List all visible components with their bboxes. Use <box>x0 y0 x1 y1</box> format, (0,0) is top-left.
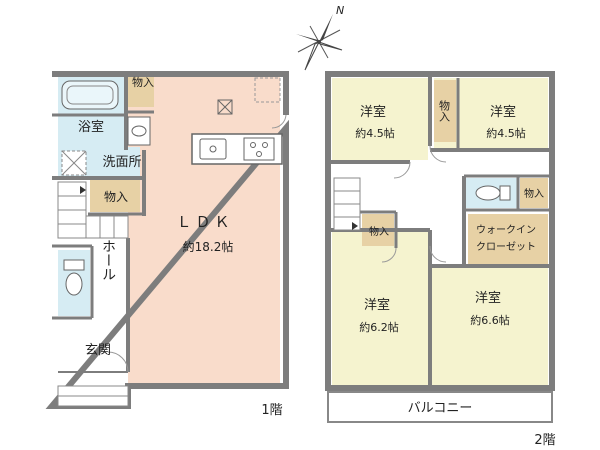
washroom-label: 洗面所 <box>102 155 141 170</box>
door-b-icon <box>429 145 447 163</box>
door-d-icon <box>429 245 447 263</box>
ldk-size-label: 約18.2帖 <box>183 239 234 254</box>
stairs-floor2-icon <box>333 177 361 231</box>
storage-top-label: 物入 <box>132 75 154 89</box>
bath-floor-lower <box>58 115 124 147</box>
floor2-plan <box>325 71 555 423</box>
toilet2-icon <box>475 185 501 201</box>
western-d-name: 洋室 <box>475 290 501 306</box>
western-d-floor <box>432 268 548 386</box>
balcony-label: バルコニー <box>408 401 473 416</box>
wic-floor <box>468 214 548 264</box>
wic-label-line1: ウォークイン <box>476 224 536 236</box>
western-d-size: 約6.6帖 <box>470 313 510 327</box>
door-a-icon <box>393 161 411 179</box>
bathtub-icon <box>61 80 119 110</box>
stairs-floor1-icon <box>57 181 129 239</box>
storage-top-floor <box>128 77 154 107</box>
storage-a-label: 物入 <box>438 99 451 122</box>
compass-north-label: N <box>336 4 344 17</box>
side-door-icon <box>271 114 287 129</box>
wash-basin-icon <box>127 116 151 146</box>
storage-mid-label: 物入 <box>104 190 128 204</box>
western-c-name: 洋室 <box>364 297 390 313</box>
western-c-size: 約6.2帖 <box>359 320 399 334</box>
western-a-floor <box>332 78 428 160</box>
compass-icon <box>296 14 343 71</box>
toilet-icon <box>63 259 85 271</box>
porch-step-icon <box>57 385 129 397</box>
hall-label: ホール <box>100 239 116 281</box>
balcony-outline <box>327 391 553 423</box>
wic-label-line2: クローゼット <box>476 241 536 253</box>
door-c-icon <box>381 247 397 263</box>
floor1-label: 1階 <box>261 403 282 418</box>
western-b-size: 約4.5帖 <box>486 126 526 140</box>
western-a-size: 約4.5帖 <box>355 126 395 140</box>
western-a-name: 洋室 <box>360 104 386 120</box>
storage-mid-floor <box>90 180 140 212</box>
fridge-space-icon <box>254 77 281 103</box>
floor2-label: 2階 <box>534 433 555 448</box>
vent-icon <box>217 99 233 115</box>
storage-toilet-label: 物入 <box>524 187 544 200</box>
western-b-name: 洋室 <box>490 104 516 120</box>
entrance-label: 玄関 <box>85 343 111 358</box>
bath-label: 浴室 <box>78 119 104 135</box>
storage-stair-label: 物入 <box>369 225 389 238</box>
floor1-plan <box>45 71 289 409</box>
storage-toilet-floor <box>520 178 548 208</box>
entrance-door-icon <box>107 351 129 373</box>
western-c-floor <box>332 232 428 386</box>
storage-a-floor <box>434 80 456 142</box>
ldk-name-label: ＬＤＫ <box>176 213 233 231</box>
